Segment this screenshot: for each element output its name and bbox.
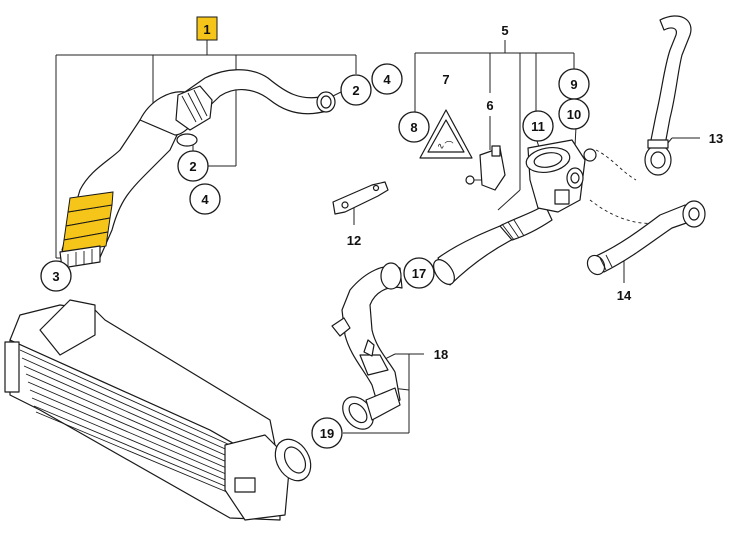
intercooler	[4, 299, 312, 521]
callout-5-label: 5	[501, 23, 508, 38]
callout-13[interactable]: 13	[709, 131, 723, 146]
callout-8[interactable]: 8	[398, 111, 430, 143]
vent-hose-dashes	[589, 149, 666, 224]
callout-9-label: 9	[570, 77, 577, 92]
callout-highlight	[196, 16, 218, 41]
callout-1[interactable]: 1	[196, 16, 218, 41]
callout-7-label: 7	[442, 72, 449, 87]
charge-air-hose-1	[59, 69, 336, 269]
callout-6-label: 6	[486, 98, 493, 113]
callout-13-label: 13	[709, 131, 723, 146]
pressure-sensor	[465, 145, 506, 191]
svg-text:∿⌒: ∿⌒	[437, 141, 454, 152]
callout-11-label: 11	[531, 119, 545, 134]
callout-19-label: 19	[320, 426, 334, 441]
callout-3[interactable]: 3	[40, 260, 72, 292]
warning-label-icon: ∿⌒	[419, 109, 473, 159]
callout-10-label: 10	[567, 107, 581, 122]
vent-hose-13	[644, 15, 692, 176]
callout-2-lower-label: 2	[189, 159, 196, 174]
callout-18[interactable]: 18	[434, 347, 448, 362]
callout-6[interactable]: 6	[486, 98, 493, 113]
callout-14[interactable]: 14	[617, 288, 632, 303]
callout-17-label: 17	[412, 266, 426, 281]
callout-2-lower[interactable]: 2	[177, 150, 209, 182]
callout-4-lower-label: 4	[201, 192, 209, 207]
callout-4-upper[interactable]: 4	[371, 63, 403, 95]
callout-5[interactable]: 5	[501, 23, 508, 38]
intake-pipe	[433, 139, 597, 286]
callout-10[interactable]: 10	[558, 98, 590, 130]
callout-2-upper[interactable]: 2	[340, 74, 372, 106]
callout-11[interactable]: 11	[522, 110, 554, 142]
callout-1-label: 1	[203, 22, 210, 37]
charge-air-hose-18	[331, 262, 403, 430]
callout-12-label: 12	[347, 233, 361, 248]
callout-3-label: 3	[52, 269, 59, 284]
callout-4-lower[interactable]: 4	[189, 183, 221, 215]
callout-7[interactable]: 7	[442, 72, 449, 87]
callout-19[interactable]: 19	[311, 417, 343, 449]
vent-hose-14	[586, 200, 706, 276]
bracket	[332, 181, 389, 215]
callout-12[interactable]: 12	[347, 233, 361, 248]
callout-17[interactable]: 17	[403, 257, 435, 289]
callout-14-label: 14	[617, 288, 632, 303]
callout-18-label: 18	[434, 347, 448, 362]
callout-2-upper-label: 2	[352, 83, 359, 98]
callout-8-label: 8	[410, 120, 417, 135]
callout-4-upper-label: 4	[383, 72, 391, 87]
callout-9[interactable]: 9	[558, 68, 590, 100]
